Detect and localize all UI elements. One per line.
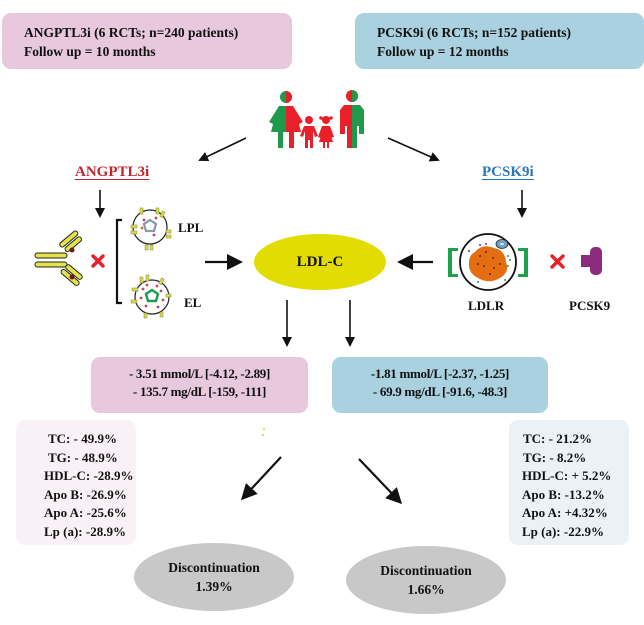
angptl3i-label: ANGPTL3i (75, 164, 150, 180)
lipid-item: Lp (a): -22.9% (522, 523, 604, 539)
discontinuation-label: Discontinuation (168, 560, 260, 575)
pcsk9i-discontinuation: Discontinuation 1.66% (346, 546, 506, 614)
block-x-icon-right (550, 254, 565, 269)
angptl3i-lipid-changes: TC: - 49.9% TG: - 48.9% HDL-C: -28.9% Ap… (16, 420, 136, 545)
antibody-icon (34, 230, 83, 286)
lpl-particle-icon (130, 207, 172, 251)
ldl-c-outcome: LDL-C (254, 234, 386, 290)
lipid-item: TC: - 21.2% (523, 431, 592, 446)
lipid-item: Apo A: +4.32% (522, 505, 608, 520)
pcsk9i-ldl-mmol: -1.81 mmol/L [-2.37, -1.25] (370, 366, 510, 381)
pcsk9i-lipid-changes: TC: - 21.2% TG: - 8.2% HDL-C: + 5.2% Apo… (509, 420, 629, 545)
pcsk9i-label: PCSK9i (482, 164, 534, 180)
ldlr-cell-icon (448, 233, 528, 291)
el-label: EL (184, 295, 202, 310)
angptl3i-ldl-mmol: - 3.51 mmol/L [-4.12, -2.89] (128, 366, 271, 381)
angptl3i-study-summary: ANGPTL3i (6 RCTs; n=240 patients) Follow… (2, 13, 292, 69)
angptl3i-ldl-result: - 3.51 mmol/L [-4.12, -2.89] - 135.7 mg/… (91, 357, 308, 413)
decorative-dot (261, 433, 265, 437)
decorative-dot (262, 427, 266, 431)
angptl3i-followup-line: Follow up = 10 months (24, 44, 156, 59)
pcsk9i-ldl-mgdl: - 69.9 mg/dL [-91.6, -48.3] (372, 384, 508, 399)
lipid-item: HDL-C: + 5.2% (522, 468, 612, 483)
arrow-to-pcsk9i (387, 137, 440, 162)
discontinuation-value: 1.39% (195, 579, 233, 594)
block-x-icon-left (91, 254, 105, 268)
angptl3i-discontinuation: Discontinuation 1.39% (134, 543, 294, 611)
angptl3i-ldl-mgdl: - 135.7 mg/dL [-159, -111] (132, 384, 267, 399)
pcsk9i-ldl-result: -1.81 mmol/L [-2.37, -1.25] - 69.9 mg/dL… (332, 357, 548, 413)
lipid-item: Apo A: -25.6% (44, 505, 127, 520)
lipid-item: TG: - 48.9% (48, 449, 118, 465)
arrow-to-left-discontinuation (240, 456, 282, 501)
pcsk9-protein-icon (581, 247, 602, 275)
ldlr-label: LDLR (468, 298, 505, 313)
arrow-to-angptl3i (198, 137, 247, 162)
bracket (115, 218, 122, 305)
pcsk9-label: PCSK9 (569, 298, 611, 313)
pcsk9i-study-line: PCSK9i (6 RCTs; n=152 patients) (377, 25, 571, 40)
el-particle-icon (130, 274, 172, 319)
pcsk9i-study-summary: PCSK9i (6 RCTs; n=152 patients) Follow u… (355, 13, 644, 69)
lipid-item: Apo B: -13.2% (522, 486, 605, 502)
lipid-item: HDL-C: -28.9% (44, 468, 134, 483)
lipid-item: TC: - 49.9% (48, 431, 117, 446)
angptl3i-study-line: ANGPTL3i (6 RCTs; n=240 patients) (24, 25, 239, 40)
lipid-item: Apo B: -26.9% (44, 486, 127, 502)
lipid-item: TG: - 8.2% (523, 449, 587, 465)
discontinuation-value: 1.66% (407, 582, 445, 597)
discontinuation-label: Discontinuation (380, 563, 472, 578)
ldl-c-label: LDL-C (296, 253, 344, 270)
arrow-to-right-discontinuation (358, 458, 403, 505)
pcsk9i-followup-line: Follow up = 12 months (377, 44, 509, 59)
lipid-item: Lp (a): -28.9% (44, 523, 126, 539)
lpl-label: LPL (178, 220, 204, 235)
family-icon (269, 90, 364, 148)
